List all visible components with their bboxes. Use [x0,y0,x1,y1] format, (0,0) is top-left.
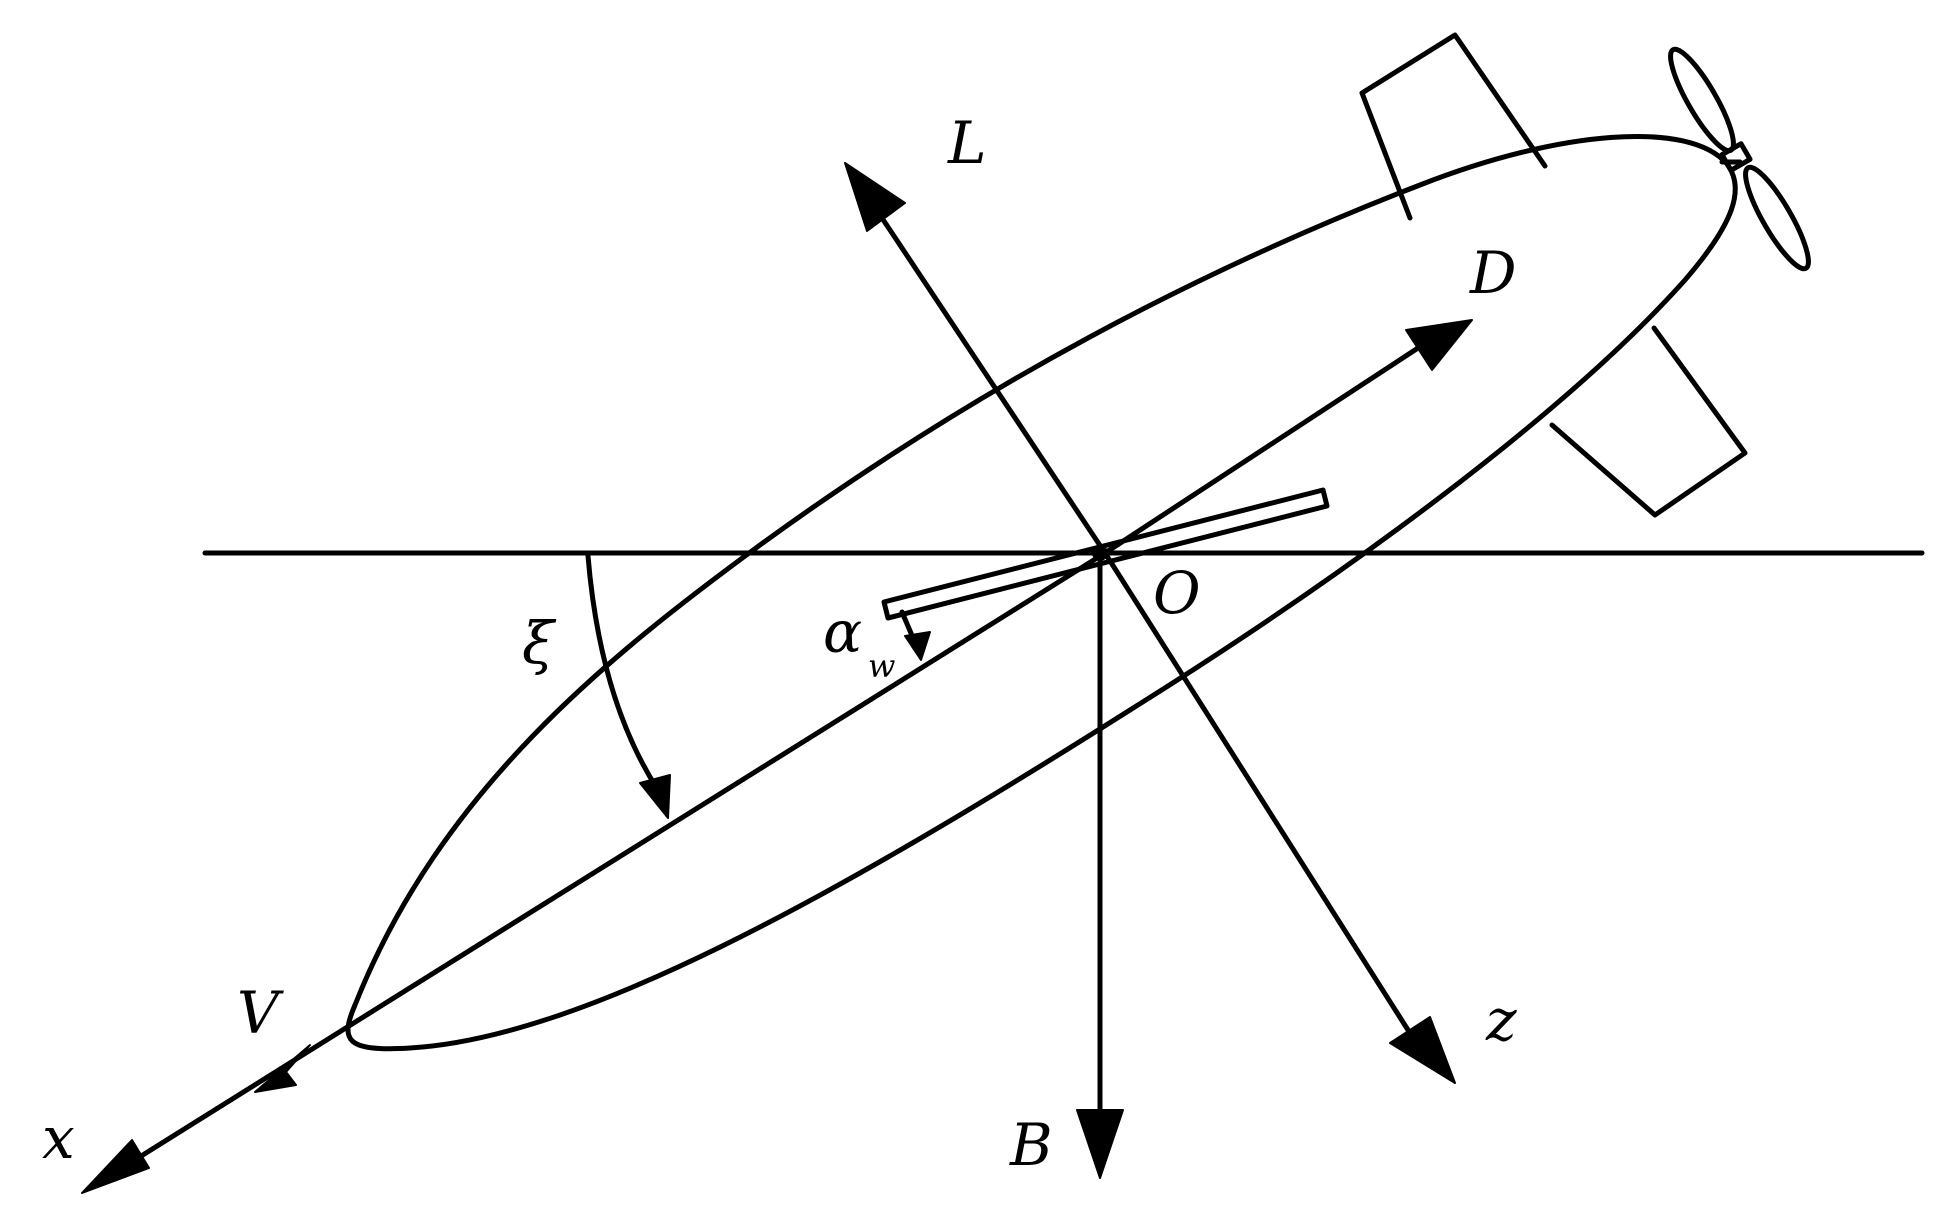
x-axis-arrowhead [81,1139,150,1194]
wing [881,487,1330,621]
label-velocity: V [237,979,284,1047]
x-axis [81,550,1108,1194]
label-wing-angle: α [823,598,862,666]
velocity-arrowhead [254,1044,311,1093]
propeller [1668,46,1811,272]
lift-vector [844,162,1108,556]
z-axis [1102,550,1456,1084]
label-x-axis: x [42,1104,75,1172]
label-origin: O [1153,559,1201,627]
drag-vector [1102,319,1473,556]
label-glide-angle: ξ [522,609,557,677]
lower-tail-fin [1549,325,1748,518]
upper-tail-fin [1359,32,1548,221]
glide-angle-arc [585,553,671,819]
label-lift: L [947,109,987,177]
label-z-axis: z [1485,986,1517,1054]
buoyancy-vector [1076,550,1124,1179]
origin-point [1092,545,1108,561]
label-wing-angle-subscript: w [868,647,895,685]
label-drag: D [1469,239,1517,307]
wing-angle-marker [899,609,931,661]
label-buoyancy: B [1009,1111,1053,1179]
